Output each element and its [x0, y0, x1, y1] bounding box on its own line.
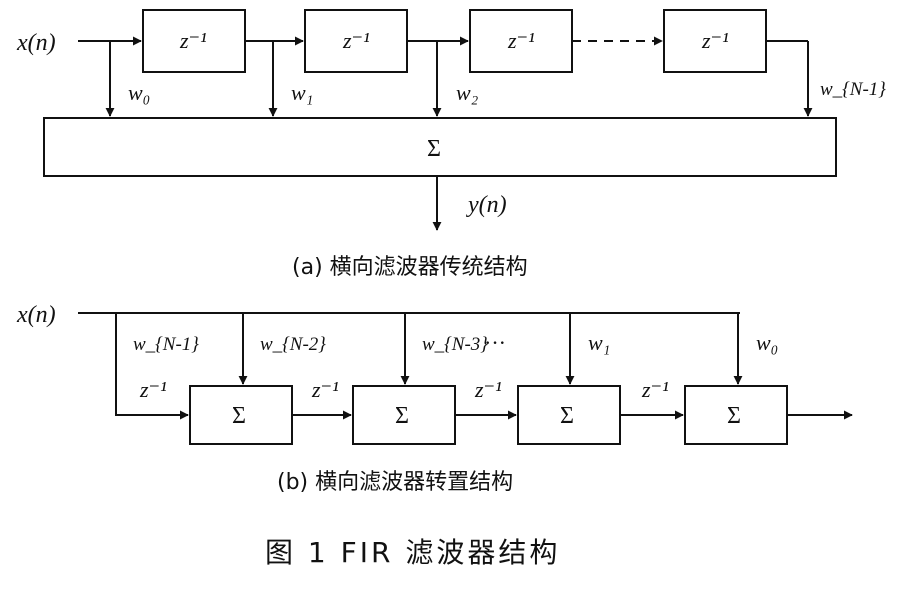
part-b — [78, 312, 853, 445]
delay-label-a-3: z⁻¹ — [507, 28, 535, 53]
sum-box-a — [43, 117, 837, 177]
weight-label-b-4: w₀ — [756, 330, 778, 355]
delay-label-b-0: z⁻¹ — [139, 377, 167, 402]
figure-title: 图 1 FIR 滤波器结构 — [265, 536, 560, 569]
weight-label-b-3: w₁ — [588, 330, 610, 355]
caption-a: (a) 横向滤波器传统结构 — [292, 255, 528, 280]
weight-label-a-3: w_{N-1} — [820, 79, 886, 100]
sum-symbol-b-4: Σ — [727, 403, 741, 429]
weight-label-b-2: w_{N-3} — [422, 334, 488, 355]
part-a — [43, 9, 837, 231]
caption-b: (b) 横向滤波器转置结构 — [277, 470, 513, 495]
delay-label-a-2: z⁻¹ — [342, 28, 370, 53]
delay-label-b-2: z⁻¹ — [474, 377, 502, 402]
weight-label-a-0: w₀ — [128, 80, 150, 105]
ellipsis-dots-b: ··· — [484, 330, 506, 355]
sum-symbol-a: Σ — [427, 136, 441, 162]
sum-symbol-b-2: Σ — [395, 403, 409, 429]
output-label-a: y(n) — [466, 192, 507, 218]
delay-label-a-1: z⁻¹ — [179, 28, 207, 53]
tap-b-0 — [115, 313, 189, 420]
weight-label-a-2: w₂ — [456, 80, 479, 105]
delay-label-a-4: z⁻¹ — [701, 28, 729, 53]
delay-label-b-1: z⁻¹ — [311, 377, 339, 402]
input-label-a: x(n) — [16, 30, 56, 56]
sum-symbol-b-1: Σ — [232, 403, 246, 429]
weight-label-b-0: w_{N-1} — [133, 334, 199, 355]
weight-label-b-1: w_{N-2} — [260, 334, 326, 355]
weight-label-a-1: w₁ — [291, 80, 313, 105]
input-label-b: x(n) — [16, 302, 56, 328]
sum-symbol-b-3: Σ — [560, 403, 574, 429]
delay-label-b-3: z⁻¹ — [641, 377, 669, 402]
